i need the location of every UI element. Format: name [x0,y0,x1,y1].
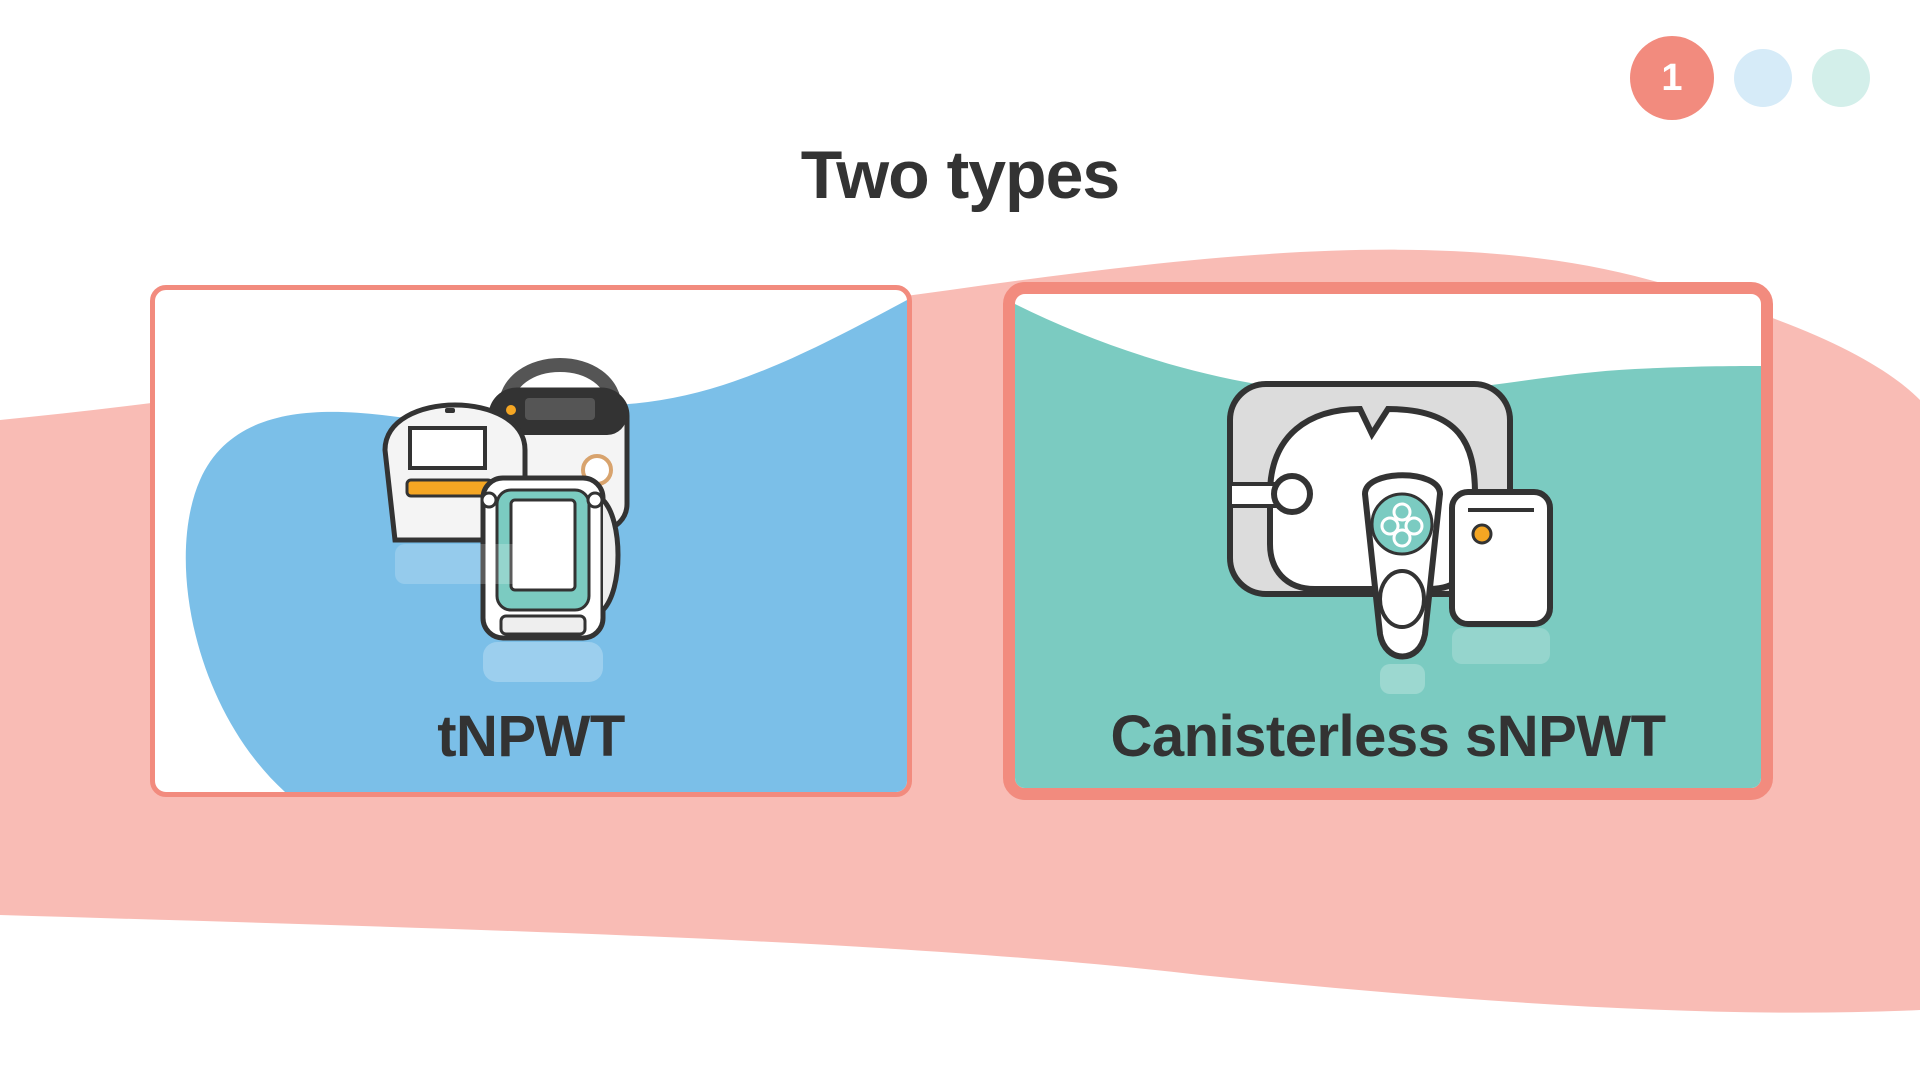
page-dot-active[interactable]: 1 [1630,36,1714,120]
slide-pagination: 1 [1630,36,1870,120]
card-label-tnpwt: tNPWT [437,704,625,769]
page-dot-3[interactable] [1812,49,1870,107]
traditional-npwt-devices-icon [382,358,630,682]
page-dot-2[interactable] [1734,49,1792,107]
canisterless-npwt-device-icon [1227,381,1553,694]
card-label-canisterless-snpwt: Canisterless sNPWT [1110,704,1666,769]
card-tnpwt[interactable]: tNPWT [150,285,912,797]
card-canisterless-snpwt[interactable]: Canisterless sNPWT [1003,282,1773,800]
slide-title: Two types [800,137,1120,213]
